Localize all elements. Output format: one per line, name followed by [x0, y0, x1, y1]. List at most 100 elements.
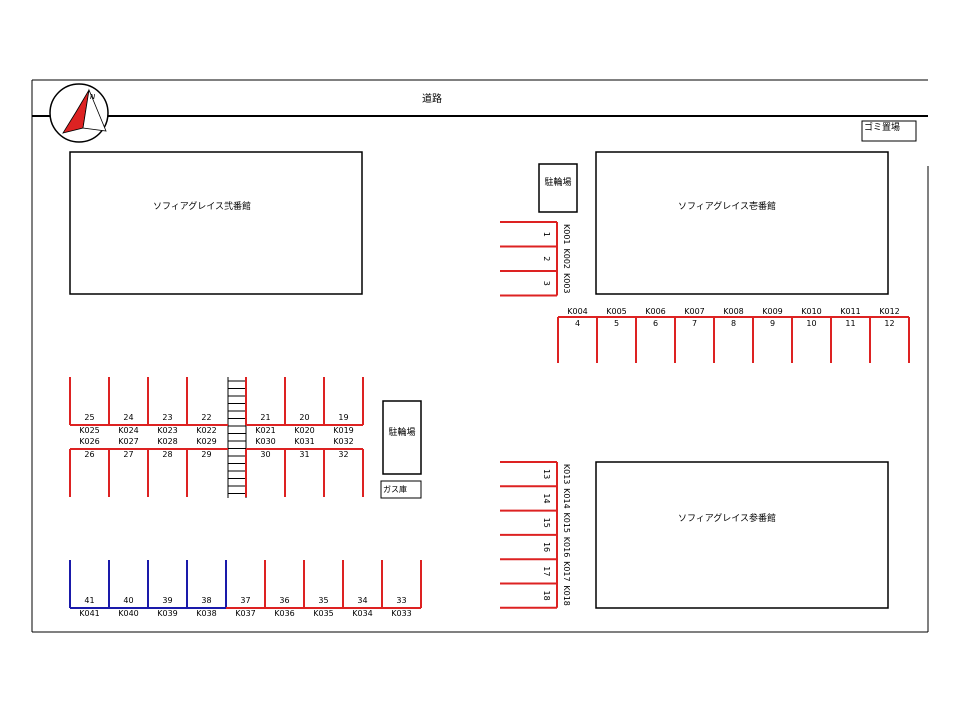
building-ni: [69, 151, 363, 295]
lot-code: K015: [562, 512, 571, 533]
lot-code: K011: [840, 307, 861, 316]
garbage-area: [861, 120, 917, 142]
north-label: N: [90, 93, 96, 101]
lot-code: K040: [118, 609, 139, 618]
lot-number: 23: [162, 413, 172, 422]
garbage-label: ゴミ置場: [864, 121, 900, 133]
lot-number: 5: [614, 319, 619, 328]
lot-code: K031: [294, 437, 315, 446]
bike-parking-upper-label: 駐輪場: [544, 176, 571, 188]
lot-number: 16: [542, 542, 551, 552]
lot-code: K014: [562, 488, 571, 509]
lot-number: 20: [299, 413, 309, 422]
lot-number: 30: [260, 450, 270, 459]
lot-number: 38: [201, 596, 211, 605]
lot-code: K005: [606, 307, 627, 316]
bike-parking-lower: [382, 400, 422, 475]
lot-code: K023: [157, 426, 178, 435]
north-compass-icon: N: [49, 83, 109, 143]
lot-code: K013: [562, 464, 571, 485]
walkway-ladder: [227, 377, 247, 498]
lot-code: K017: [562, 561, 571, 582]
building-san: [595, 461, 889, 609]
lot-number: 17: [542, 566, 551, 576]
lot-code: K033: [391, 609, 412, 618]
lot-code: K003: [562, 273, 571, 294]
lot-code: K002: [562, 248, 571, 269]
lot-number: 1: [542, 232, 551, 237]
lot-code: K028: [157, 437, 178, 446]
lot-number: 39: [162, 596, 172, 605]
lot-number: 7: [692, 319, 697, 328]
lot-code: K036: [274, 609, 295, 618]
lot-number: 32: [338, 450, 348, 459]
lot-code: K019: [333, 426, 354, 435]
building-ichi: [595, 151, 889, 295]
lot-code: K020: [294, 426, 315, 435]
lot-code: K034: [352, 609, 373, 618]
bike-parking-upper: [538, 163, 578, 213]
lot-code: K041: [79, 609, 100, 618]
lot-code: K012: [879, 307, 900, 316]
lot-code: K006: [645, 307, 666, 316]
lot-number: 27: [123, 450, 133, 459]
lot-number: 8: [731, 319, 736, 328]
building-ni-label: ソフィアグレイス弐番館: [153, 200, 251, 212]
lot-number: 9: [770, 319, 775, 328]
lot-number: 40: [123, 596, 133, 605]
lot-number: 36: [279, 596, 289, 605]
lot-code: K001: [562, 224, 571, 245]
lot-code: K021: [255, 426, 276, 435]
lot-number: 24: [123, 413, 133, 422]
lot-number: 11: [845, 319, 855, 328]
lot-code: K009: [762, 307, 783, 316]
lot-number: 3: [542, 281, 551, 286]
lot-code: K030: [255, 437, 276, 446]
gas-storage-label: ガス庫: [383, 484, 407, 494]
lot-number: 28: [162, 450, 172, 459]
lot-code: K007: [684, 307, 705, 316]
lot-code: K004: [567, 307, 588, 316]
lot-code: K008: [723, 307, 744, 316]
lot-number: 29: [201, 450, 211, 459]
lot-code: K026: [79, 437, 100, 446]
lot-number: 2: [542, 256, 551, 261]
lot-code: K037: [235, 609, 256, 618]
lot-code: K022: [196, 426, 217, 435]
building-san-label: ソフィアグレイス参番館: [678, 512, 776, 524]
lot-number: 26: [84, 450, 94, 459]
lot-number: 35: [318, 596, 328, 605]
lot-number: 31: [299, 450, 309, 459]
lot-number: 13: [542, 469, 551, 479]
lot-code: K016: [562, 537, 571, 558]
lot-code: K029: [196, 437, 217, 446]
lot-code: K035: [313, 609, 334, 618]
lot-code: K018: [562, 585, 571, 606]
lot-number: 6: [653, 319, 658, 328]
lot-number: 34: [357, 596, 367, 605]
lot-code: K010: [801, 307, 822, 316]
lot-number: 37: [240, 596, 250, 605]
lot-number: 14: [542, 493, 551, 503]
lot-code: K032: [333, 437, 354, 446]
lot-number: 22: [201, 413, 211, 422]
lot-number: 10: [806, 319, 816, 328]
lot-code: K039: [157, 609, 178, 618]
lot-number: 33: [396, 596, 406, 605]
road-label: 道路: [422, 92, 442, 105]
lot-number: 25: [84, 413, 94, 422]
lot-code: K038: [196, 609, 217, 618]
lot-number: 4: [575, 319, 580, 328]
lot-number: 21: [260, 413, 270, 422]
lot-code: K027: [118, 437, 139, 446]
lot-code: K024: [118, 426, 139, 435]
lot-code: K025: [79, 426, 100, 435]
gas-storage: [380, 480, 422, 499]
lot-number: 12: [884, 319, 894, 328]
lot-number: 19: [338, 413, 348, 422]
site-boundary: [31, 79, 929, 633]
lot-number: 18: [542, 591, 551, 601]
lot-number: 41: [84, 596, 94, 605]
lot-number: 15: [542, 518, 551, 528]
